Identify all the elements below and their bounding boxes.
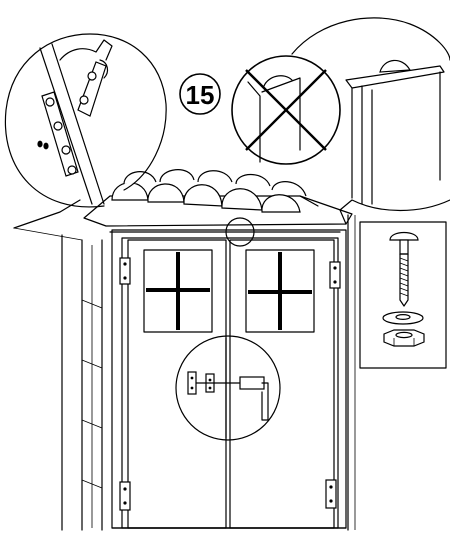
washer-icon [382,311,424,325]
step-number: 15 [186,80,215,110]
hinge-bottom-left [119,481,131,511]
roof-tile [197,170,233,183]
correct-detail-magnifier [291,17,450,225]
locator-circle [225,217,255,247]
door-frame [111,229,347,529]
roof-tile [221,188,263,211]
step-number-badge: 15 [179,73,221,115]
shed-right-wall [347,214,356,531]
hardware-box [359,221,447,369]
right-window [245,249,315,333]
roof-tile [271,181,307,197]
hinge-top-right [329,261,341,289]
roof-tile [183,184,223,207]
hinge-detail-magnifier [4,33,167,229]
left-door [127,239,227,529]
roof-tile [147,183,185,203]
latch-detail-circle [175,335,281,441]
hinge-bottom-right [325,479,337,509]
roof-tile [111,182,149,201]
bolt-icon [389,231,419,307]
left-window [143,249,213,333]
roof-tile [235,173,271,187]
roof [83,169,353,233]
hex-nut-icon [383,329,425,347]
wrong-way-detail [231,55,341,165]
roof-tile [159,169,195,183]
cross-x-icon [245,69,327,151]
roof-tile [261,194,301,213]
hinge-top-left [119,257,131,285]
shed-side-wall [13,227,103,531]
right-door [229,239,335,529]
